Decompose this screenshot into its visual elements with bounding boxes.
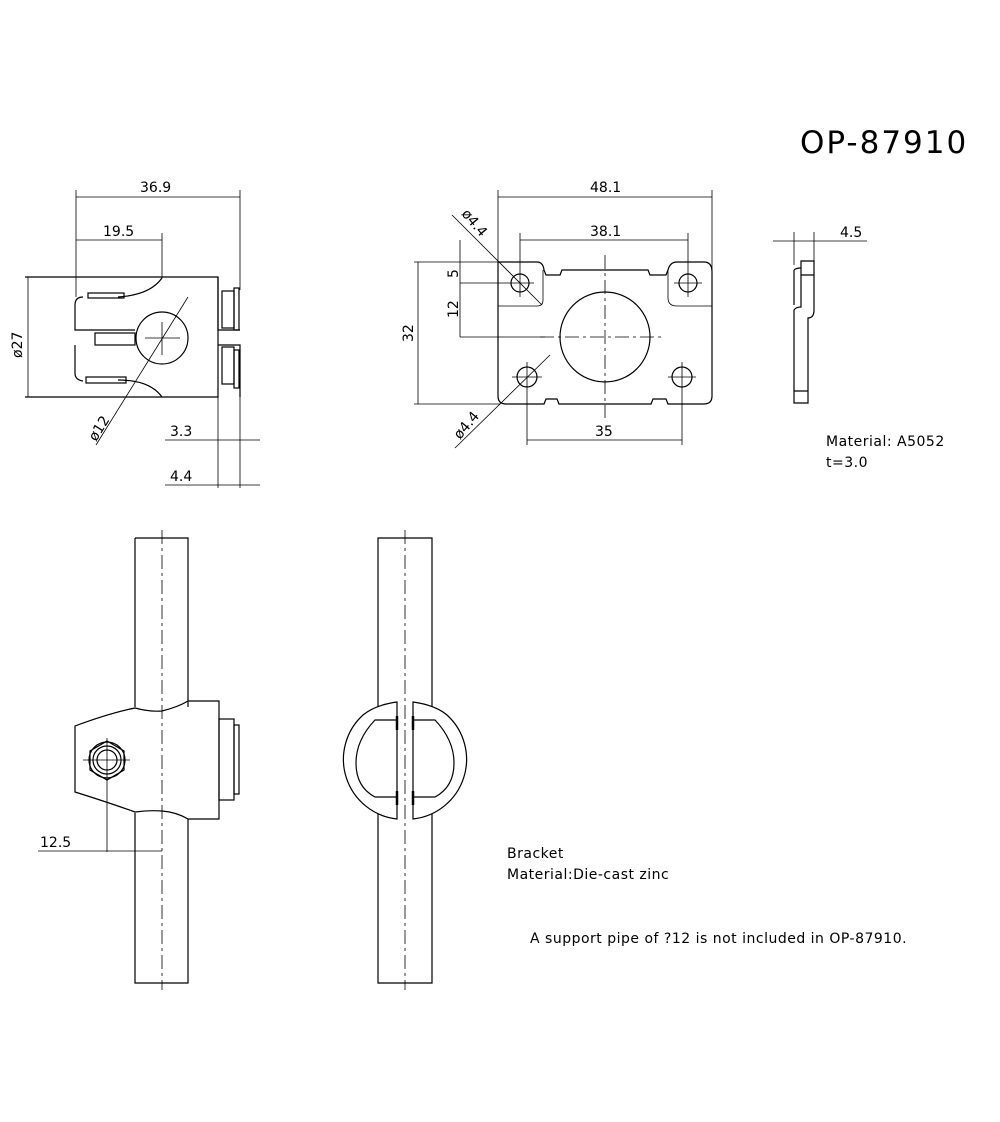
dim-hole-pitch-bottom: 35: [595, 424, 613, 440]
plate-side-view: 4.5 Material: A5052 t=3.0: [773, 225, 945, 471]
bracket-name: Bracket: [507, 846, 564, 862]
plate-view: 48.1 38.1 35 32 5 12 ø4.4 ø4.4: [401, 180, 713, 449]
plate-material: Material: A5052: [826, 434, 945, 450]
dim-plate-height: 32: [401, 324, 417, 342]
dim-nut-a: 3.3: [170, 424, 192, 440]
dim-plate-width: 48.1: [590, 180, 621, 196]
dim-pipe-diameter: ø12: [86, 413, 114, 444]
assembly-side-view: [342, 530, 468, 990]
dim-center-offset: 12: [446, 300, 462, 318]
dim-top-offset: 5: [446, 269, 462, 278]
dim-hole-top: ø4.4: [458, 206, 490, 240]
dim-width: 36.9: [140, 180, 171, 196]
dim-hole-pitch-top: 38.1: [590, 224, 621, 240]
assembly-front-view: 12.5: [38, 530, 240, 990]
dim-thickness: 4.5: [840, 225, 862, 241]
footnote: A support pipe of ?12 is not included in…: [530, 931, 907, 947]
bracket-material: Material:Die-cast zinc: [507, 867, 669, 883]
dim-diameter: ø27: [10, 332, 26, 358]
dim-nut-b: 4.4: [170, 469, 192, 485]
plate-thickness: t=3.0: [826, 455, 868, 471]
dim-to-center: 19.5: [103, 224, 134, 240]
part-number-title: OP-87910: [800, 125, 968, 161]
clamp-front-view: 36.9 19.5 ø27 ø12 3.3 4.4: [10, 180, 260, 488]
dim-offset: 12.5: [40, 835, 71, 851]
